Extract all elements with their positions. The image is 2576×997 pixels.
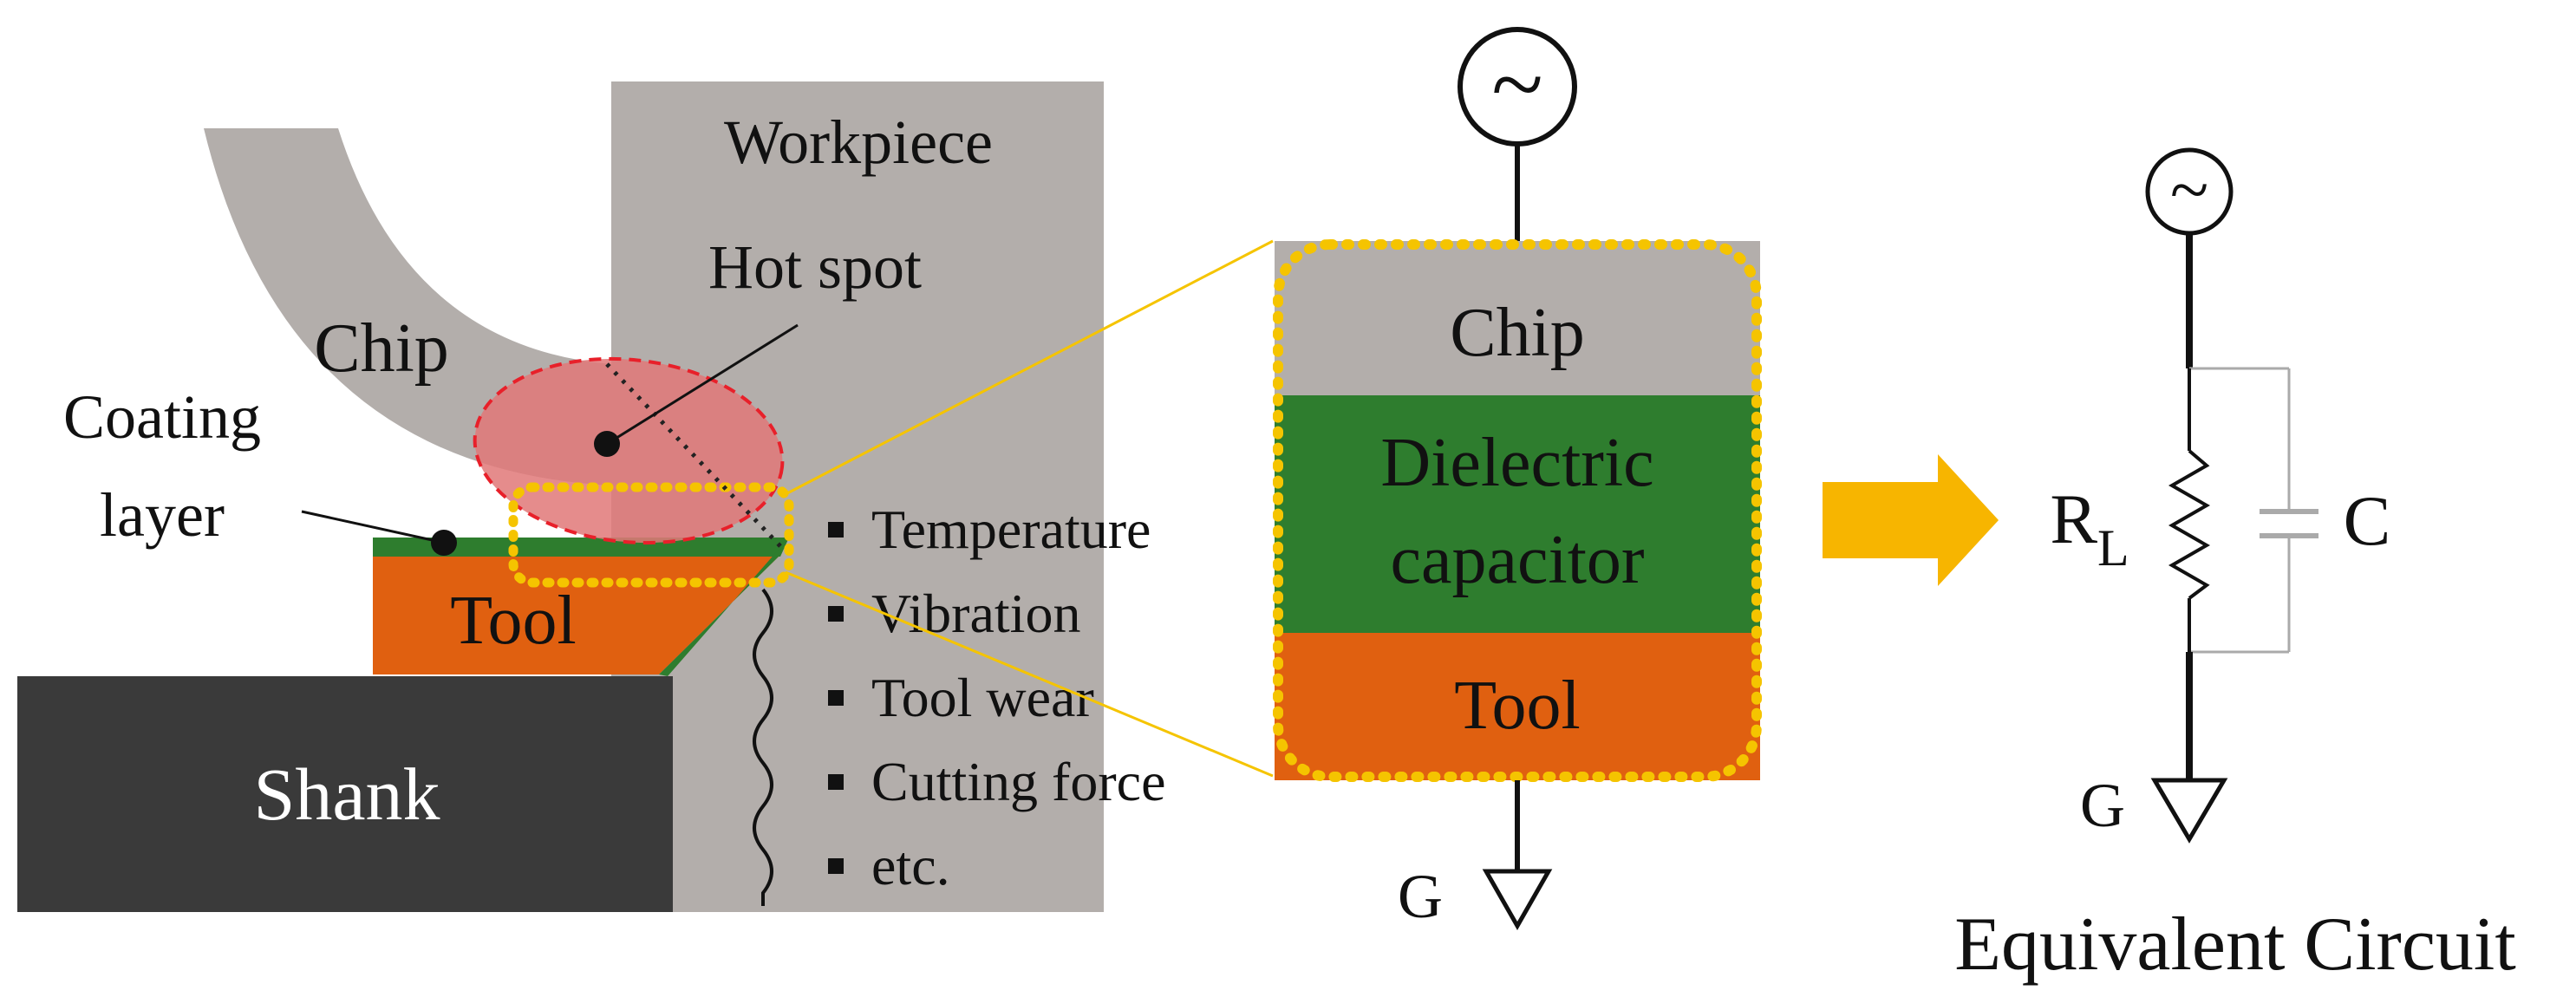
circuit-ground-symbol [2150,778,2228,844]
coating-edge-strip [659,538,789,676]
effect-bullet [828,690,844,706]
resistor-label-subscript: L [2097,519,2129,577]
ac-source-glyph: ~ [1491,31,1543,137]
coating-layer-strip [373,538,789,557]
equivalent-circuit-caption: Equivalent Circuit [1954,903,2516,987]
effect-bullet [828,858,844,874]
hot-spot-leader-dot [594,431,620,457]
coating-layer-label-line2: layer [100,480,225,550]
tool-layer-label: Tool [1454,668,1581,744]
interface-highlight-box [508,482,794,588]
resistor-symbol [2168,449,2211,600]
zoom-line-bottom [785,570,1274,778]
right-arrow [1823,454,1999,586]
coating-layer-leader [301,510,445,544]
chip-label: Chip [314,310,449,387]
dielectric-layer-label-line2: capacitor [1390,522,1644,598]
dielectric-layer [1275,395,1760,633]
hot-spot-leader [606,323,799,446]
effect-bullet [828,774,844,790]
capacitor-label: C [2344,481,2391,560]
effect-item: etc. [871,835,950,896]
coating-layer-leader-dot [431,530,457,556]
effect-item: Temperature [871,498,1151,560]
circuit-ac-source-glyph: ~ [2170,150,2208,229]
coating-layer-label-line1: Coating [63,382,261,452]
effect-bullet [828,522,844,538]
hot-spot-label: Hot spot [708,232,922,302]
cutting-schematic: Workpiece Chip Shank Tool Hot spot Coati… [17,81,1165,912]
tool-label: Tool [450,583,577,659]
ground-symbol [1482,869,1553,931]
chip-layer [1275,241,1760,395]
chip-layer-label: Chip [1450,295,1585,371]
zoom-line-top [785,239,1274,496]
shank-label: Shank [254,753,440,836]
hot-spot-region [473,356,785,545]
dielectric-layer-label-line1: Dielectric [1380,425,1653,501]
zoom-highlight-border [1273,239,1762,782]
workpiece-label: Workpiece [724,108,993,177]
signal-zigzag [753,588,773,906]
resistor-label-main: R [2050,479,2097,558]
effect-item: Vibration [871,583,1080,644]
tool-layer [1275,633,1760,780]
equivalent-circuit: ~ C RL G Equivalent Circuit [1954,147,2516,987]
resistor-label: RL [2050,479,2129,577]
shear-plane-line [605,362,782,548]
effect-item: Tool wear [871,667,1094,728]
ground-label: G [1398,862,1443,931]
shank-shape [17,676,673,912]
effect-bullet [828,606,844,622]
zoomed-layer-stack: ~ Chip Dielectric capacitor Tool G [1273,27,1762,931]
effect-item: Cutting force [871,751,1165,812]
circuit-ground-label: G [2080,771,2125,840]
